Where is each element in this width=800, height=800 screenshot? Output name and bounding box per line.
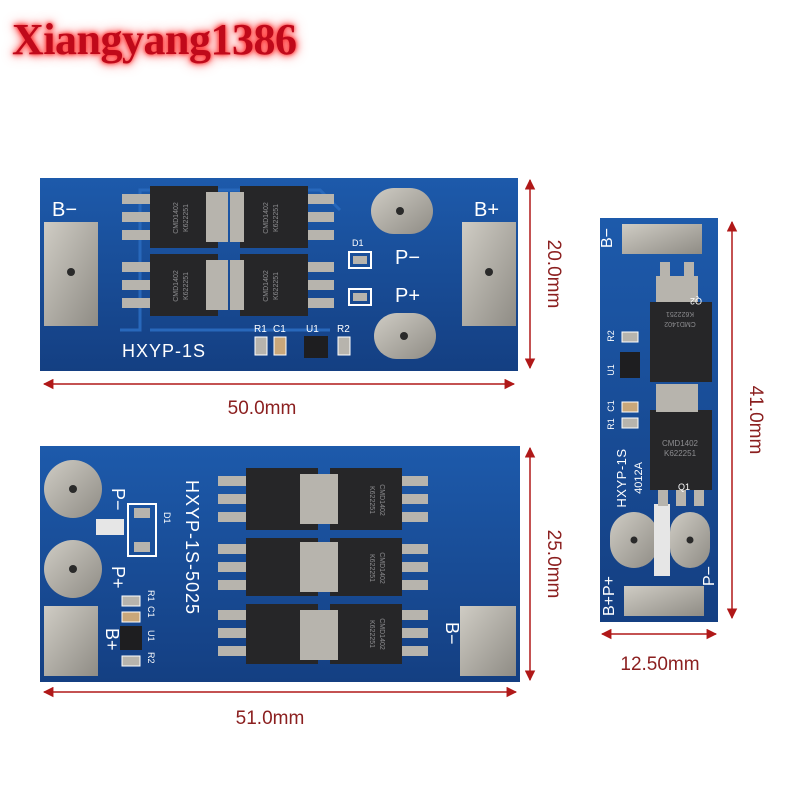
label-p-plus: P+ [108,566,128,589]
mosfet-chip [330,468,402,530]
board-model-label: HXYP-1S-5025 [182,480,202,615]
ic-u1 [620,352,640,378]
label-r1: R1 [254,324,267,335]
mosfet-group: CMD1402 K622251 CMD1402 K622251 [650,262,712,506]
width-dimension-label: 51.0mm [236,708,305,729]
height-dimension-label: 41.0mm [745,386,766,455]
chip-marking: K622251 [368,554,375,582]
width-dimension-label: 12.50mm [620,654,699,675]
chip-marking: K622251 [368,620,375,648]
chip-marking: K622251 [368,486,375,514]
chip-marking: K622251 [273,272,280,300]
ic-u1 [120,626,142,650]
mosfet-chip [650,302,712,382]
label-r1: R1 [606,418,616,430]
label-p-plus: P+ [395,285,420,307]
chip-marking: CMD1402 [662,439,699,448]
chip-marking: CMD1402 [664,320,696,327]
label-d1: D1 [352,238,364,248]
pad-b-plus [44,606,98,676]
label-b-plus: B+ [474,199,499,221]
height-dimension-label: 20.0mm [543,240,564,309]
label-p-minus: P− [701,566,718,586]
mosfet-chip [330,538,402,596]
mosfet-chip [240,186,308,248]
label-b-minus: B− [599,228,616,248]
chip-marking: CMD1402 [378,552,385,584]
chip-marking: K622251 [183,204,190,232]
label-c1: C1 [273,324,286,335]
height-dimension-label: 25.0mm [543,530,564,599]
label-c1: C1 [606,400,616,412]
watermark-text: Xiangyang1386 [12,15,297,64]
label-c1: C1 [146,606,156,618]
board-right: CMD1402 K622251 CMD1402 K622251 B− B+P+ … [599,218,718,622]
label-u1: U1 [606,364,616,376]
label-b-plus-p-plus: B+P+ [601,576,618,616]
pad-b-minus [460,606,516,676]
label-q1: Q1 [678,482,690,492]
board-model-sub: 4012A [633,461,645,493]
width-dimension-label: 50.0mm [228,398,297,419]
chip-marking: K622251 [664,449,697,458]
chip-marking: K622251 [183,272,190,300]
label-p-minus: P− [395,247,420,269]
chip-marking: K622251 [273,204,280,232]
chip-marking: CMD1402 [173,270,180,302]
pad-b-plus [624,586,704,616]
board-top-left: CMD1402 CMD1402 CMD1402 CMD1402 K622251 … [40,178,518,371]
mosfet-chip [650,410,712,490]
mosfet-chip [240,254,308,316]
board-bottom-left: CMD1402 CMD1402 CMD1402 K622251 K622251 … [40,446,520,682]
label-b-minus: B− [442,622,462,645]
label-r2: R2 [146,652,156,664]
label-r2: R2 [606,330,616,342]
label-u1: U1 [146,630,156,642]
label-d1: D1 [162,512,172,524]
label-b-minus: B− [52,199,77,221]
mosfet-group: CMD1402 CMD1402 CMD1402 CMD1402 K622251 … [122,186,334,316]
chip-marking: CMD1402 [378,484,385,516]
label-q2: Q2 [690,296,702,306]
chip-marking: K622251 [666,310,694,317]
chip-marking: CMD1402 [173,202,180,234]
pad-b-minus [622,224,702,254]
board-model-label: HXYP-1S [122,341,206,361]
chip-marking: CMD1402 [263,202,270,234]
pad-hole [67,268,75,276]
mosfet-chip [330,604,402,664]
pad-hole [485,268,493,276]
label-p-minus: P− [108,488,128,511]
mosfet-group: CMD1402 CMD1402 CMD1402 K622251 K622251 … [218,468,428,664]
ic-u1 [304,336,328,358]
label-u1: U1 [306,324,319,335]
label-r2: R2 [337,324,350,335]
label-r1: R1 [146,590,156,602]
chip-marking: CMD1402 [263,270,270,302]
label-b-plus: B+ [102,628,122,651]
chip-marking: CMD1402 [378,618,385,650]
board-model-label: HXYP-1S [614,448,629,507]
